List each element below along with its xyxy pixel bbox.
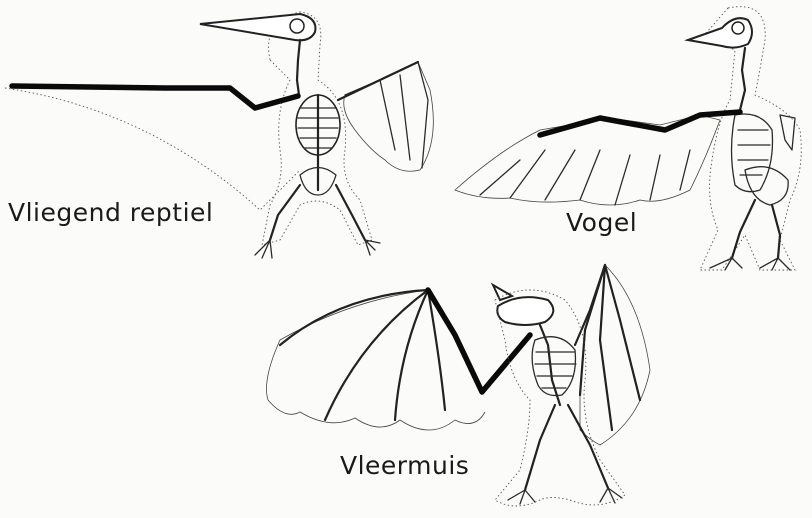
bat-wing-right-membrane: [580, 265, 650, 445]
bird-wing-arm: [540, 112, 740, 135]
bird-ribcage: [732, 114, 773, 192]
bat-feet: [508, 488, 622, 504]
pterosaur-eye-socket: [290, 19, 304, 33]
bird-wing-feathers: [455, 115, 720, 205]
bird-neck: [740, 48, 745, 110]
bird-feet: [710, 258, 790, 270]
bat-legs: [525, 405, 608, 490]
bird-eye-socket: [732, 22, 744, 34]
pterosaur-wing-right-membrane: [344, 62, 434, 171]
bird-ribs: [738, 130, 770, 175]
pterosaur-right-arm: [338, 62, 418, 100]
bird-body-outline: [700, 7, 801, 270]
bird-legs: [732, 200, 780, 258]
bird-folded-wing: [780, 115, 795, 150]
bird-feather-lines: [480, 150, 690, 205]
bird-pelvis: [745, 167, 788, 205]
label-bird: Vogel: [566, 208, 637, 237]
label-bat: Vleermuis: [340, 451, 469, 480]
pterosaur-neck: [297, 40, 300, 95]
bat-wing-left-fingers: [280, 290, 445, 420]
bat-wing-left-membrane: [267, 290, 486, 430]
bat-ear: [493, 285, 512, 300]
bat-skull: [497, 297, 553, 325]
pterosaur-left-arm: [12, 86, 298, 108]
bat-ribs: [535, 352, 576, 388]
pterosaur-feet: [255, 240, 380, 258]
bat-wing-right-fingers: [580, 265, 640, 430]
label-pterosaur: Vliegend reptiel: [8, 198, 213, 227]
